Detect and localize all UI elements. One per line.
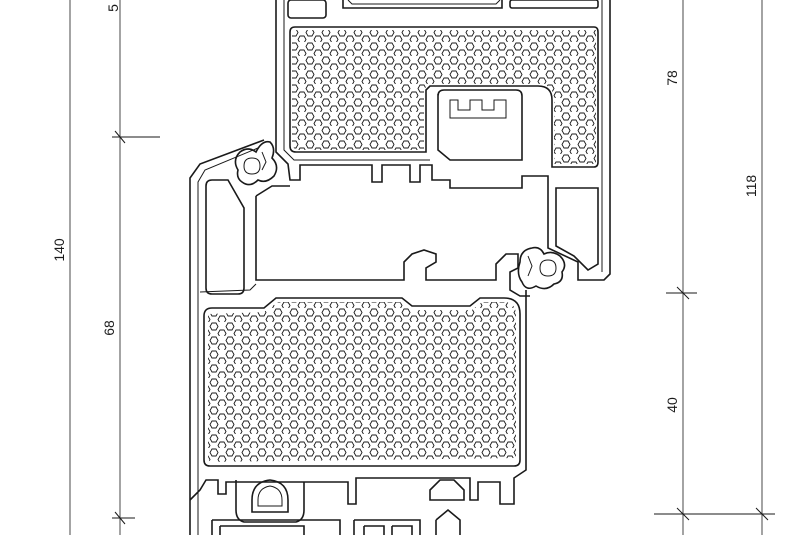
sash-profile	[275, 0, 611, 281]
dim-left-top-label: 5	[105, 4, 121, 12]
upper-gasket	[234, 140, 278, 186]
dim-right-lower-label: 40	[664, 397, 680, 413]
left-dimension-lines	[69, 0, 160, 535]
dim-right-total-label: 118	[743, 175, 759, 198]
frame-profile	[189, 139, 530, 535]
dim-left-total-label: 140	[51, 238, 67, 262]
dim-left-lower-label: 68	[101, 320, 117, 336]
dim-right-upper-label: 78	[664, 70, 680, 86]
right-dimension-lines	[654, 0, 775, 535]
lower-gasket	[517, 246, 566, 290]
